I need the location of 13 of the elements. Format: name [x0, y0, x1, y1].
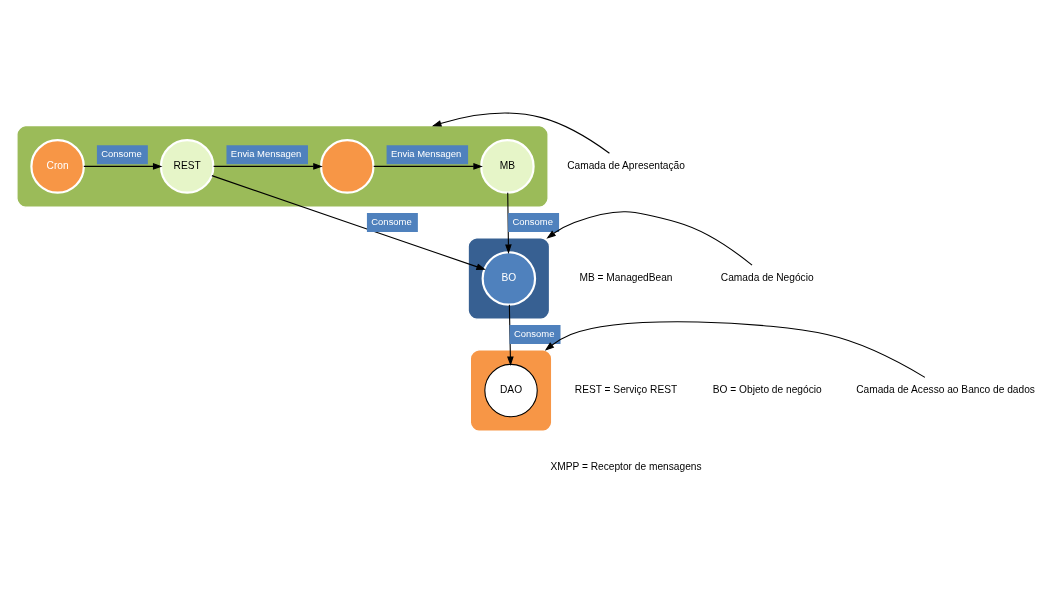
edge-label: Consome	[371, 215, 412, 227]
edge-label: Envia Mensagen	[230, 147, 302, 159]
edge-label: Consome	[513, 327, 555, 339]
node-text: Camada de Apresentação	[567, 159, 685, 171]
edge-label: Envia Mensagen	[390, 147, 462, 159]
label: XMPP = Receptor de mensagens	[550, 460, 702, 472]
edge-label: Consome	[512, 215, 553, 227]
edge-label: Consome	[101, 147, 142, 159]
label: MB = ManagedBean	[579, 271, 673, 283]
label: REST = Serviço REST	[574, 383, 678, 395]
label: BO = Objeto de negócio	[712, 383, 822, 395]
node-text: Camada de Acesso ao Banco de dados	[856, 383, 1035, 395]
node-text: Camada de Negócio	[720, 271, 814, 283]
